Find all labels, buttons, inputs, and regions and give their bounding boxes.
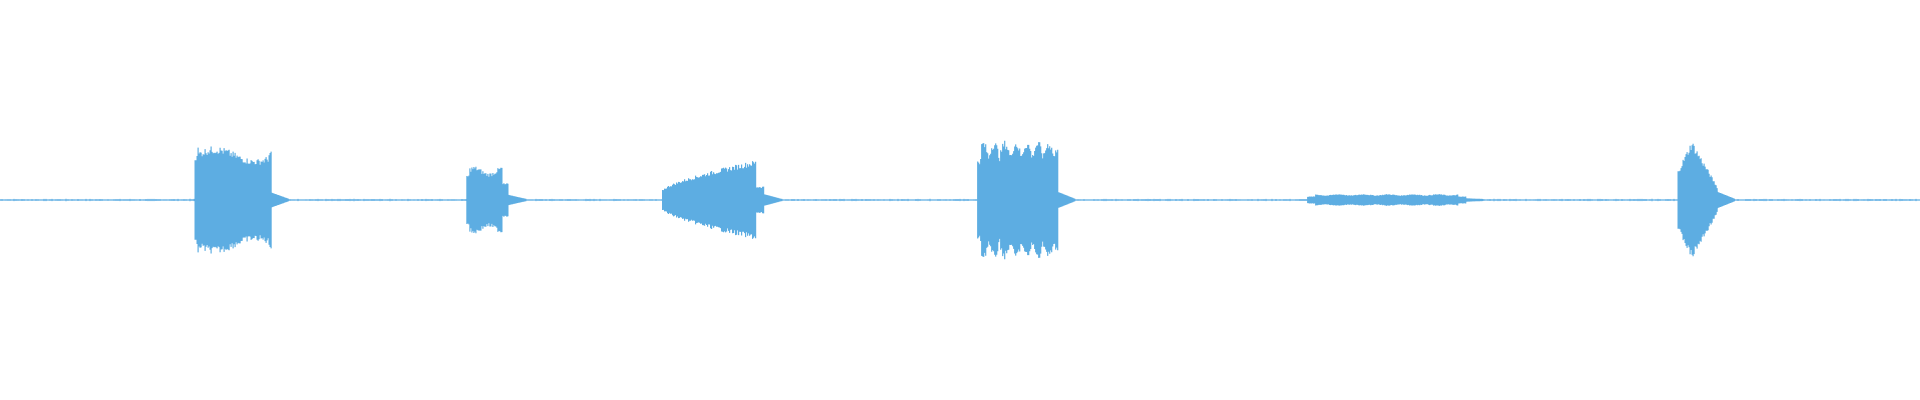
waveform-segment-6 xyxy=(1677,143,1735,257)
waveform-segment-3 xyxy=(662,161,782,239)
waveform-segment-1 xyxy=(194,146,289,254)
waveform-segment-2 xyxy=(466,166,527,234)
waveform-segments xyxy=(0,140,1919,260)
waveform-segment-5 xyxy=(1307,194,1484,206)
waveform-segment-4 xyxy=(977,140,1076,260)
